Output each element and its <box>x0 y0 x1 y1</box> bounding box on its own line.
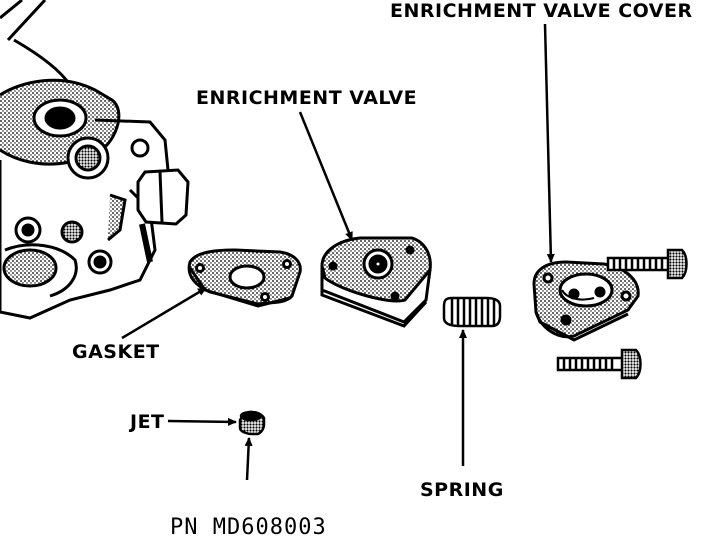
leader-jet-bottom <box>244 437 253 481</box>
label-jet: JET <box>128 411 165 433</box>
cover-screw-lower <box>556 348 642 380</box>
leader-lines <box>121 23 555 481</box>
spring-part <box>442 296 502 328</box>
leader-gasket <box>121 286 207 340</box>
leader-enrichment-valve <box>298 111 354 241</box>
carburetor-body <box>0 0 190 320</box>
label-enrichment-valve-cover: ENRICHMENT VALVE COVER <box>390 0 693 22</box>
jet-part <box>238 410 266 436</box>
enrichment-valve-part <box>320 236 432 328</box>
label-gasket: GASKET <box>72 341 160 363</box>
enrichment-valve-cover-part <box>532 260 640 342</box>
gasket-part <box>187 248 302 308</box>
label-spring: SPRING <box>420 479 504 501</box>
cover-screw-upper <box>606 248 688 280</box>
leader-enrichment-valve-cover <box>543 23 555 263</box>
part-number: PN MD608003 <box>170 515 327 540</box>
label-enrichment-valve: ENRICHMENT VALVE <box>196 87 417 109</box>
leader-jet <box>167 417 237 426</box>
